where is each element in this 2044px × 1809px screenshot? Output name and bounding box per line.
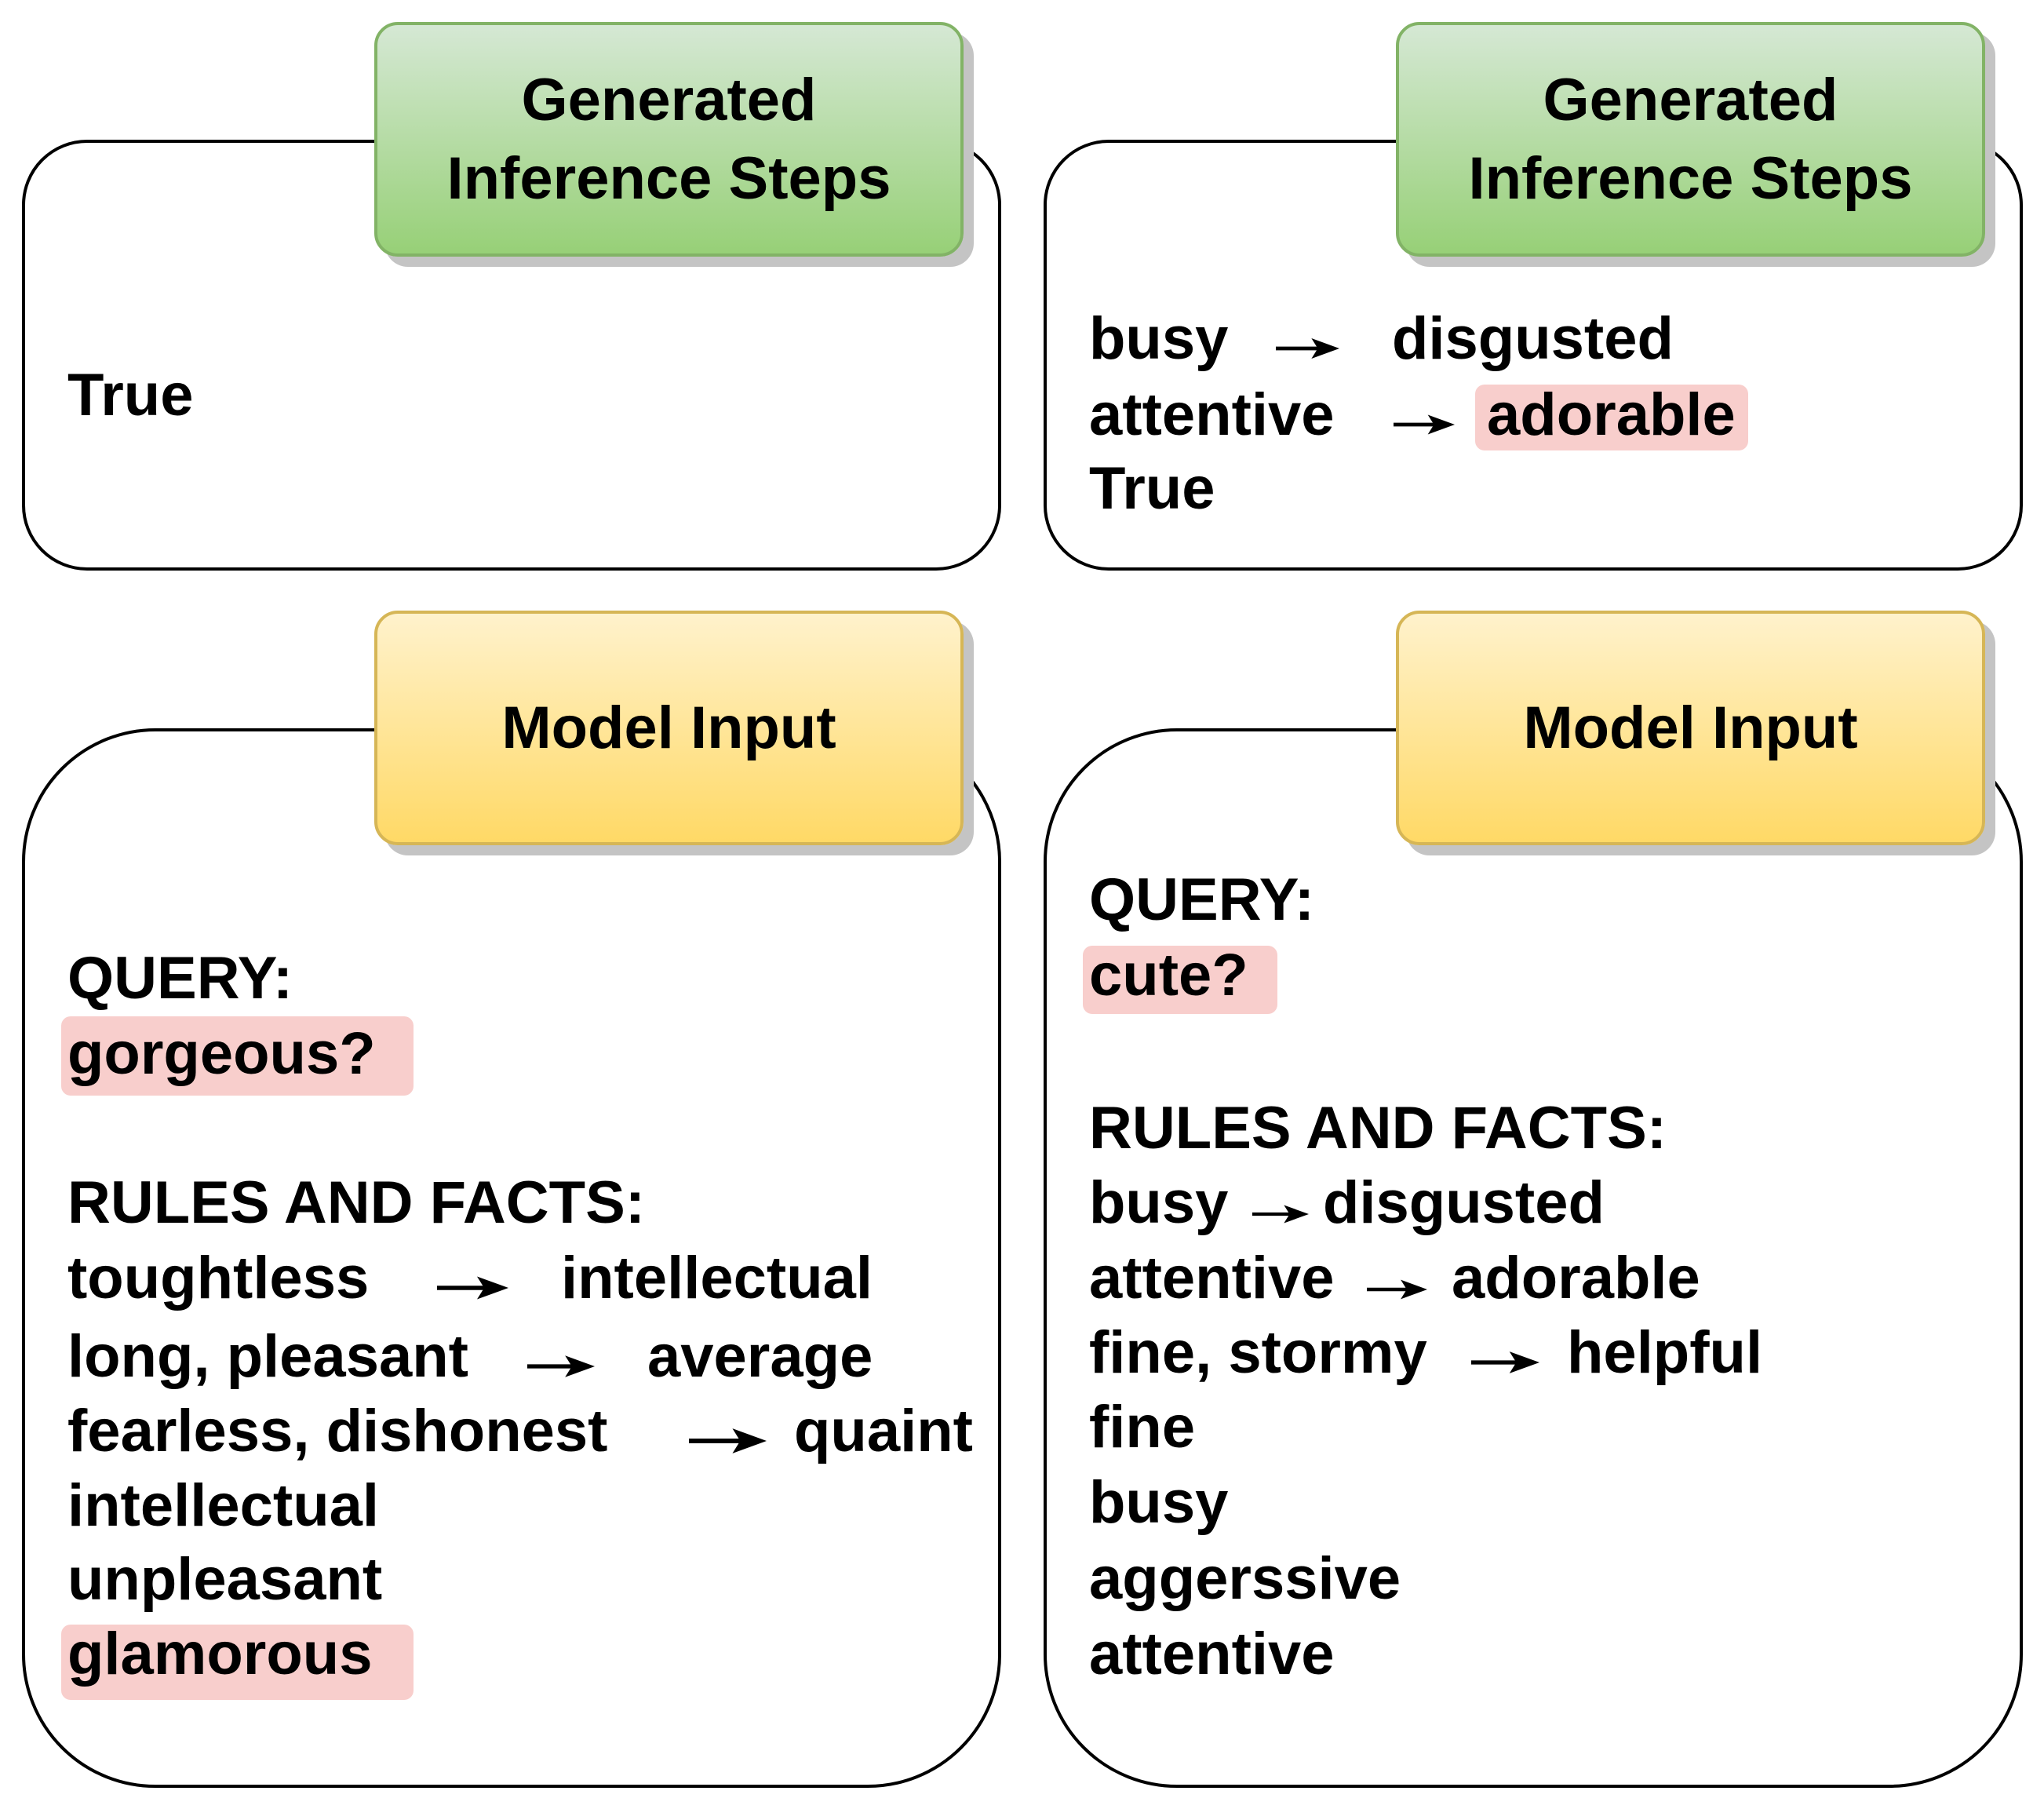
rules-label: RULES AND FACTS:: [1089, 1095, 1667, 1162]
header-title: Model Input: [1523, 694, 1858, 761]
query: gorgeous?: [67, 1020, 376, 1087]
rule-rhs: average: [647, 1323, 873, 1390]
header-line: Inference Steps: [446, 144, 891, 212]
header-line: Generated: [1543, 66, 1838, 133]
header-line: Inference Steps: [1468, 144, 1913, 212]
highlight: [61, 1016, 414, 1096]
rule-lhs: attentive: [1089, 1245, 1335, 1311]
fact: intellectual: [67, 1472, 379, 1539]
left-input-box: [22, 728, 1001, 1788]
query-label: QUERY:: [67, 945, 293, 1012]
arrow-icon: [437, 1272, 508, 1304]
rule-rhs: quaint: [794, 1398, 973, 1464]
fact: busy: [1089, 1469, 1229, 1536]
rule-rhs: disgusted: [1323, 1169, 1605, 1236]
rule-rhs: helpful: [1567, 1319, 1763, 1386]
rule-lhs: fine, stormy: [1089, 1319, 1427, 1386]
left-input-header: Model Input: [374, 611, 964, 845]
arrow-icon: [1252, 1198, 1309, 1230]
fact: aggerssive: [1089, 1545, 1401, 1612]
fact: glamorous: [67, 1621, 373, 1687]
left-output-result: True: [67, 362, 194, 429]
arrow-icon: [1276, 333, 1339, 364]
rule-lhs: fearless, dishonest: [67, 1398, 608, 1464]
rule-rhs: adorable: [1452, 1245, 1700, 1311]
fact: unpleasant: [67, 1546, 383, 1613]
right-input-header: Model Input: [1396, 611, 1985, 845]
query: cute?: [1089, 942, 1248, 1008]
right-output-header: Generated Inference Steps: [1396, 22, 1985, 257]
rule-lhs: long, pleasant: [67, 1323, 468, 1390]
fact: fine: [1089, 1394, 1196, 1461]
right-input-box: [1044, 728, 2023, 1788]
arrow-icon: [1471, 1347, 1539, 1378]
arrow-icon: [527, 1351, 595, 1382]
rule-rhs: adorable: [1487, 381, 1736, 448]
rule-rhs: disgusted: [1392, 305, 1674, 372]
highlight: [1083, 946, 1277, 1014]
highlight: [61, 1625, 414, 1700]
arrow-icon: [689, 1425, 767, 1457]
arrow-icon: [1367, 1274, 1427, 1305]
fact: attentive: [1089, 1621, 1335, 1687]
arrow-icon: [1394, 409, 1455, 440]
rule-lhs: busy: [1089, 1169, 1229, 1236]
left-output-header: Generated Inference Steps: [374, 22, 964, 257]
rule-rhs: intellectual: [561, 1245, 873, 1311]
header-title: Model Input: [501, 694, 836, 761]
highlight: [1475, 385, 1748, 450]
query-label: QUERY:: [1089, 866, 1315, 933]
right-output-result: True: [1089, 455, 1215, 522]
rule-lhs: attentive: [1089, 381, 1335, 448]
rules-label: RULES AND FACTS:: [67, 1169, 646, 1236]
header-line: Generated: [521, 66, 817, 133]
rule-lhs: toughtless: [67, 1245, 370, 1311]
rule-lhs: busy: [1089, 305, 1229, 372]
